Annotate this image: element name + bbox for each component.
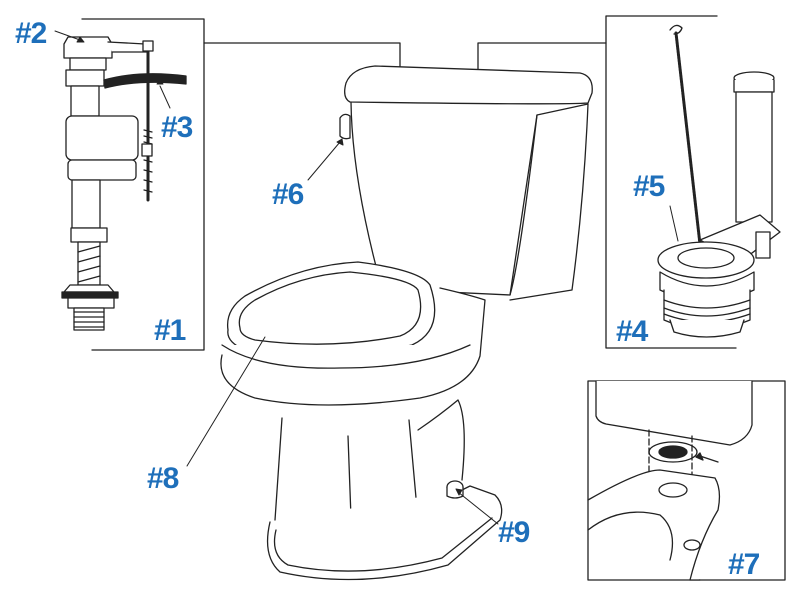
flush-valve-illustration (657, 24, 781, 338)
label-fill-valve-cap: #2 (15, 17, 47, 50)
label-fill-valve-assembly: #1 (154, 314, 186, 347)
flush-handle (339, 113, 351, 140)
label-trip-lever: #6 (272, 178, 304, 211)
tank-body (350, 101, 589, 301)
label-tank-to-bowl-kit: #7 (728, 548, 760, 581)
label-flapper: #5 (633, 170, 665, 203)
toilet-illustration (220, 65, 593, 581)
label-bolt-caps: #9 (498, 516, 530, 549)
tank-lid (344, 65, 593, 105)
label-flush-valve-assembly: #4 (616, 315, 648, 348)
gasket-illustration (587, 380, 753, 581)
label-refill-tube: #3 (161, 111, 193, 144)
leader-lines (54, 30, 679, 525)
fill-valve-illustration (61, 36, 187, 331)
label-toilet-seat: #8 (147, 462, 179, 495)
